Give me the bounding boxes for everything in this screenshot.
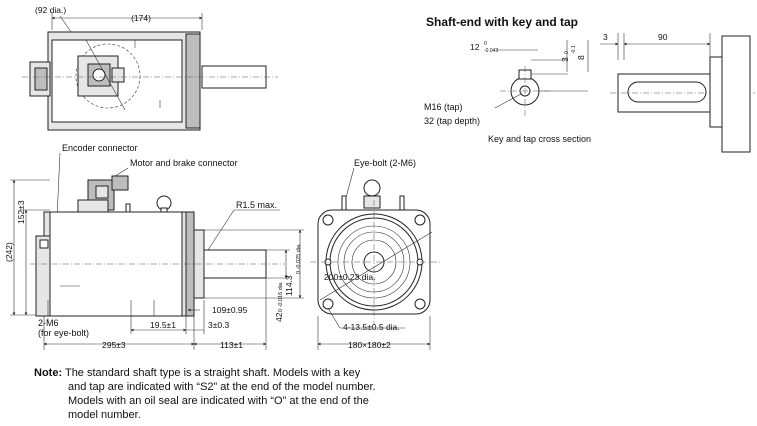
top-dia-label: (92 dia.)	[35, 5, 66, 15]
shaft-end-view: Shaft-end with key and tap 12 0 -0.043 3…	[424, 15, 755, 153]
dim-42: 42	[274, 312, 284, 322]
dim-295: 295±3	[102, 340, 126, 350]
key-width: 12	[470, 42, 480, 52]
eye-bolt-tap-label: 2-M6	[38, 318, 59, 328]
front-view: Eye-bolt (2-M6) 200±0.23 dia. 4-13.5±0.5…	[310, 158, 440, 350]
note-line-2: and tap are indicated with “S2” at the e…	[68, 381, 376, 393]
note-line-4: model number.	[68, 409, 141, 421]
note-line-1: The standard shaft type is a straight sh…	[64, 367, 361, 379]
key-depth-tol-top: 0	[564, 51, 570, 54]
height-242: (242)	[4, 242, 14, 262]
eye-bolt-label: Eye-bolt (2-M6)	[354, 158, 416, 168]
key-width-tol-top: 0	[484, 41, 487, 47]
key-depth: 3	[560, 57, 570, 62]
shoulder-dim: 3	[603, 32, 608, 42]
dim-42-tol: 0 -0.016 dia.	[278, 281, 284, 312]
eye-bolt-tap-note: (for eye-bolt)	[38, 328, 89, 338]
top-width-label: (174)	[131, 13, 151, 23]
tap-depth-label: 32 (tap depth)	[424, 116, 480, 126]
key-height: 8	[576, 55, 586, 60]
dim-114: 114.3	[284, 275, 294, 296]
side-view: Encoder connector Motor and brake connec…	[4, 143, 304, 350]
dim-19-5: 19.5±1	[150, 320, 176, 330]
dim-114-tol: 0 -0.025 dia.	[296, 243, 302, 274]
note-label: Note:	[34, 367, 63, 379]
holes-label: 4-13.5±0.5 dia.	[343, 322, 400, 332]
radius-label: R1.5 max.	[236, 200, 277, 210]
shaft-end-title: Shaft-end with key and tap	[426, 15, 578, 29]
key-depth-tol-bottom: -0.1	[571, 45, 577, 54]
pcd-label: 200±0.23 dia.	[324, 272, 375, 282]
tap-label: M16 (tap)	[424, 102, 463, 112]
dim-3: 3±0.3	[208, 320, 229, 330]
top-view: (174) (92 dia.)	[22, 5, 278, 131]
motor-brake-connector-label: Motor and brake connector	[130, 158, 238, 168]
encoder-connector-label: Encoder connector	[62, 143, 138, 153]
dim-109: 109±0.95	[212, 305, 248, 315]
dim-113: 113±1	[220, 340, 243, 350]
shaft-type-note: Note: The standard shaft type is a strai…	[34, 366, 434, 422]
key-length-dim: 90	[658, 32, 668, 42]
flange-dim: 180×180±2	[348, 340, 391, 350]
key-width-tol-bottom: -0.043	[484, 48, 498, 54]
cross-section-label: Key and tap cross section	[488, 134, 591, 144]
height-152: 152±3	[16, 200, 26, 224]
note-line-3: Models with an oil seal are indicated wi…	[68, 395, 369, 407]
